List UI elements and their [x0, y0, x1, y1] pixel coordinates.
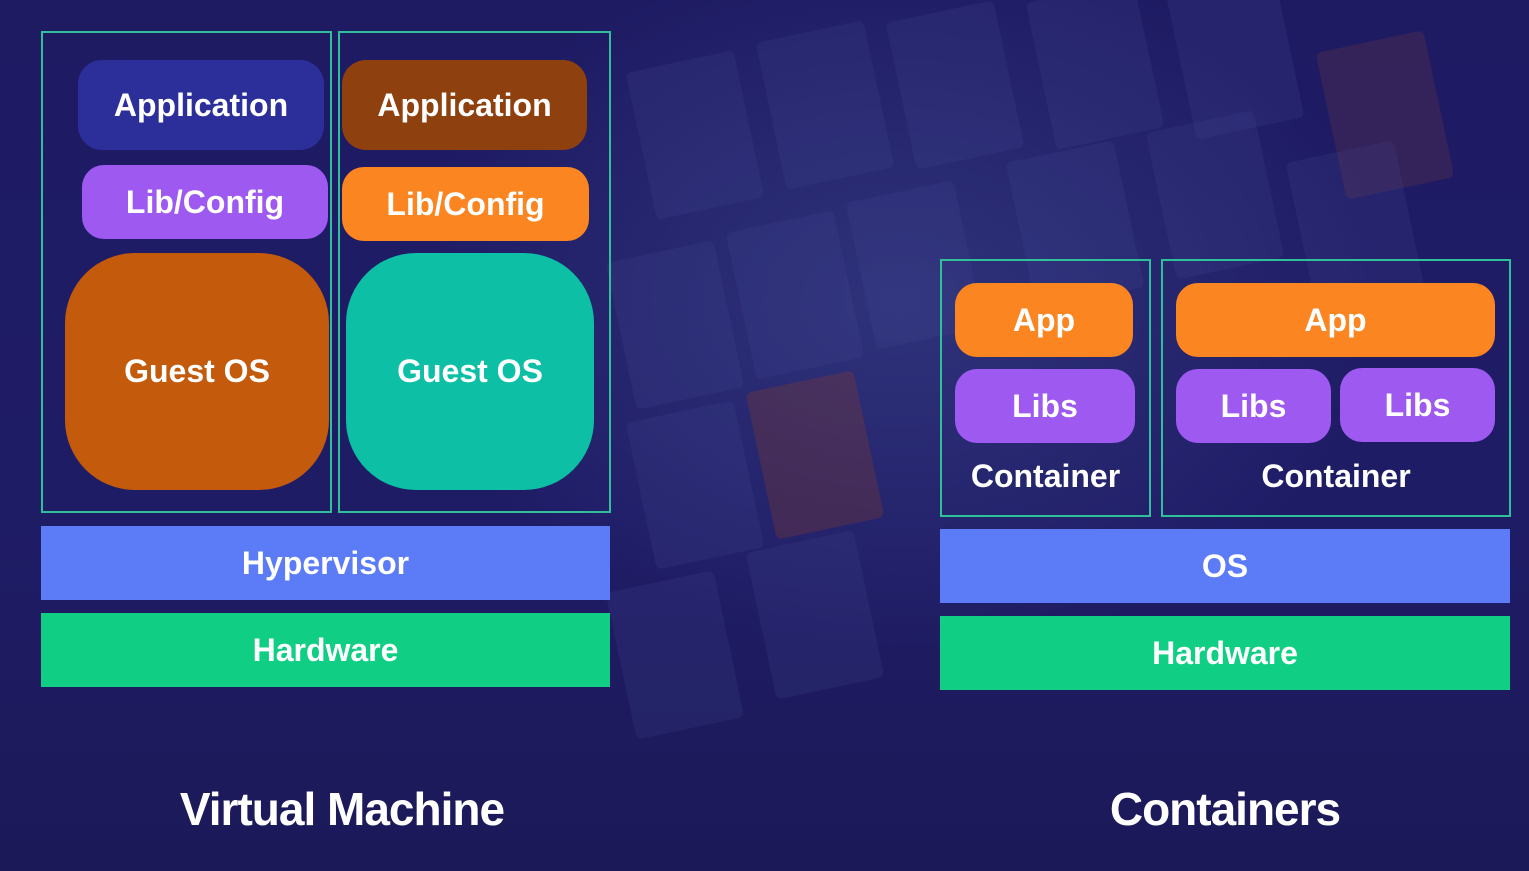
vm-stack-2-lib-config: Lib/Config [342, 167, 589, 241]
container-2-libs-1: Libs [1176, 369, 1331, 443]
vm-stack-2-application: Application [342, 60, 587, 150]
vm-title: Virtual Machine [179, 783, 505, 835]
vm-stack-1-frame [41, 31, 332, 513]
container-2-frame [1161, 259, 1511, 517]
vm-stack-1-lib-config: Lib/Config [82, 165, 328, 239]
vm-stack-1-guest-os: Guest OS [65, 253, 329, 490]
containers-os-bar: OS [940, 529, 1510, 603]
container-2-libs-2: Libs [1340, 368, 1495, 442]
container-1-libs: Libs [955, 369, 1135, 443]
containers-hardware-bar: Hardware [940, 616, 1510, 690]
containers-title: Containers [1109, 783, 1341, 835]
container-1-frame [940, 259, 1151, 517]
container-1-label: Container [970, 458, 1121, 494]
vm-hypervisor-bar: Hypervisor [41, 526, 610, 600]
vm-stack-2-frame [338, 31, 611, 513]
container-2-app: App [1176, 283, 1495, 357]
vm-stack-1-application: Application [78, 60, 324, 150]
vm-hardware-bar: Hardware [41, 613, 610, 687]
container-2-label: Container [1261, 458, 1411, 494]
container-1-app: App [955, 283, 1133, 357]
vm-stack-2-guest-os: Guest OS [346, 253, 594, 490]
